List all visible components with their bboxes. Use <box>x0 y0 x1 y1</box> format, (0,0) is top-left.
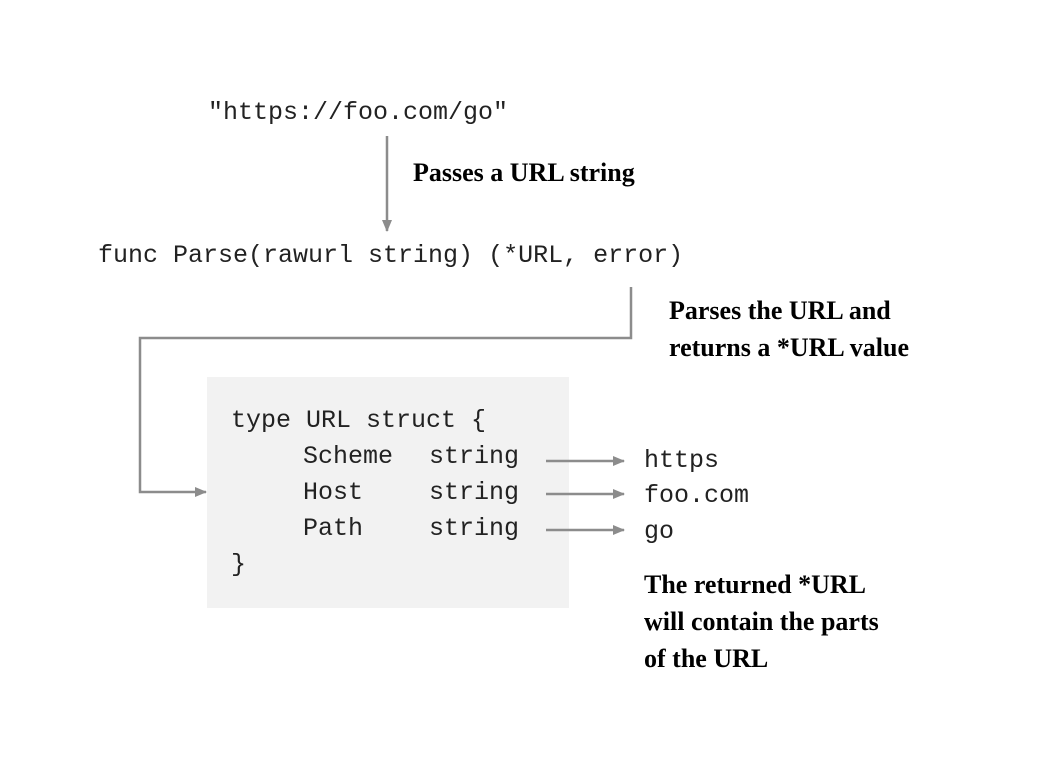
note-parses-url: Parses the URL and returns a *URL value <box>669 292 909 366</box>
struct-field-scheme-name: Scheme <box>303 442 394 471</box>
note-passes-url-string: Passes a URL string <box>413 158 635 187</box>
value-host: foo.com <box>644 481 750 510</box>
note-parses-line-1: Parses the URL and <box>669 296 891 325</box>
struct-open-line: type URL struct { <box>231 406 487 435</box>
value-path: go <box>644 517 675 546</box>
arrow-parse-to-struct <box>138 287 633 497</box>
note-returned-line-2: will contain the parts <box>644 607 879 636</box>
struct-close-line: } <box>231 550 247 579</box>
input-url-string: "https://foo.com/go" <box>208 98 509 127</box>
note-returned-line-1: The returned *URL <box>644 570 866 599</box>
note-returned-line-3: of the URL <box>644 644 769 673</box>
note-parses-line-2: returns a *URL value <box>669 333 910 362</box>
url-struct-box <box>207 377 569 608</box>
struct-field-host-name: Host <box>303 478 364 507</box>
struct-field-host-type: string <box>429 478 520 507</box>
note-returned-url: The returned *URL will contain the parts… <box>644 566 879 677</box>
value-scheme: https <box>644 446 720 475</box>
function-signature: func Parse(rawurl string) (*URL, error) <box>98 241 684 270</box>
struct-field-path-name: Path <box>303 514 364 543</box>
struct-field-scheme-type: string <box>429 442 520 471</box>
struct-field-path-type: string <box>429 514 520 543</box>
